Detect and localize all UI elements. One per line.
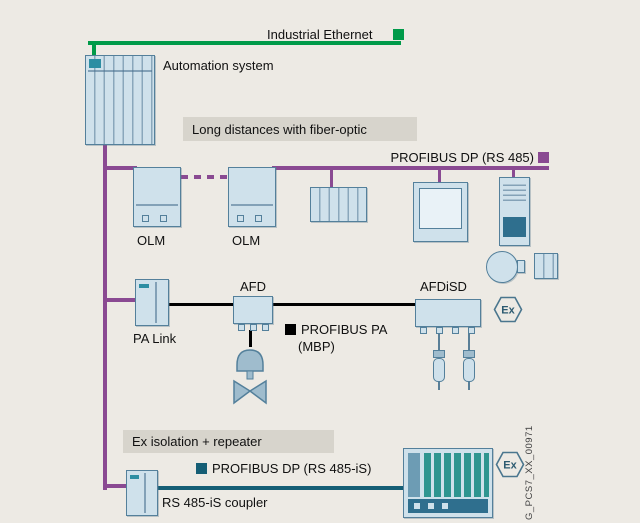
- fiber-optic-dashed-line: [181, 175, 228, 179]
- rs485is-coupler-device: [126, 470, 158, 516]
- et200-module-4: [454, 453, 461, 497]
- hmi-drop-line: [438, 170, 441, 182]
- plc-rack-drop-line: [330, 170, 333, 187]
- ethernet-drop-line: [92, 41, 96, 57]
- afdisd-device: [415, 299, 481, 327]
- afd-device: [233, 296, 273, 324]
- afd-valve-drop-line: [249, 330, 252, 347]
- olm-left-port-2: [160, 215, 167, 222]
- ex-isolation-note: Ex isolation + repeater: [123, 430, 334, 453]
- ethernet-legend-marker: [393, 29, 404, 40]
- pa-link-label: PA Link: [133, 331, 177, 346]
- instrument-cable-1: [438, 334, 440, 350]
- et200-module-3: [444, 453, 451, 497]
- profibus-dp-line-right: [272, 166, 549, 170]
- et200-module-2: [434, 453, 441, 497]
- ex-badge-text: Ex: [503, 460, 517, 472]
- profibus-pa-legend-marker: [285, 324, 296, 335]
- profibus-pa-line: [169, 303, 461, 306]
- profibus-dp-label: PROFIBUS DP (RS 485): [390, 150, 534, 165]
- afdisd-port-3: [452, 327, 459, 334]
- drive-drop-line: [512, 170, 515, 178]
- transmitter-tail-2: [468, 382, 470, 390]
- olm-left-device: [133, 167, 181, 227]
- coupler-divider: [144, 473, 146, 513]
- olm-left-port-1: [142, 215, 149, 222]
- afdisd-port-4: [468, 327, 475, 334]
- afdisd-port-2: [436, 327, 443, 334]
- coupler-chip: [130, 475, 139, 479]
- drive-device: [499, 177, 530, 246]
- afdisd-label: AFDiSD: [420, 279, 467, 294]
- plc-rack-device: [310, 187, 367, 222]
- olm-right-port-2: [255, 215, 262, 222]
- drive-nameplate: [503, 217, 526, 237]
- et200-band-dot-1: [414, 503, 420, 509]
- rs485-coupler-label: RS 485-iS coupler: [162, 495, 268, 510]
- industrial-ethernet-label: Industrial Ethernet: [267, 27, 373, 42]
- hmi-screen: [419, 188, 462, 229]
- pa-link-device: [135, 279, 169, 326]
- olm-right-divider: [231, 204, 273, 206]
- pa-link-divider: [155, 282, 157, 323]
- cable-plug-2: [463, 350, 475, 358]
- afd-port-1: [238, 324, 245, 331]
- plc-logo-chip: [89, 59, 101, 68]
- et200-interface-module: [408, 453, 420, 497]
- profibus-pa-mbp-label: (MBP): [298, 339, 335, 354]
- motor-icon: [486, 251, 518, 283]
- automation-system-label: Automation system: [163, 58, 274, 73]
- profibus-dp-line-left: [103, 166, 137, 170]
- motor-shaft: [517, 260, 525, 273]
- ex-badge: Ex: [493, 296, 523, 323]
- gearbox-icon: [534, 253, 558, 279]
- et200-band-dot-3: [442, 503, 448, 509]
- doc-id-label: G_PCS7_XX_00971: [524, 425, 535, 520]
- et200-module-1: [424, 453, 431, 497]
- instrument-cable-2: [468, 334, 470, 350]
- fiber-optic-note: Long distances with fiber-optic: [183, 117, 417, 141]
- field-transmitter-icon-2: [463, 358, 475, 382]
- olm-left-divider: [136, 204, 178, 206]
- afdisd-port-1: [420, 327, 427, 334]
- automation-system-device: [85, 55, 155, 145]
- afd-port-3: [262, 324, 269, 331]
- transmitter-tail-1: [438, 382, 440, 390]
- et200-band-dot-2: [428, 503, 434, 509]
- afd-port-2: [250, 324, 257, 331]
- profibus-dp-legend-marker: [538, 152, 549, 163]
- et200-module-5: [464, 453, 471, 497]
- drive-vents: [503, 183, 526, 201]
- hmi-panel-device: [413, 182, 468, 242]
- coupler-branch-line: [107, 484, 126, 488]
- plant-bus-vertical-line: [103, 144, 107, 490]
- pa-link-chip: [139, 284, 149, 288]
- et200-module-7: [484, 453, 489, 497]
- profibus-pa-label: PROFIBUS PA: [301, 322, 388, 337]
- plc-top-divider: [88, 70, 152, 72]
- olm-left-label: OLM: [137, 233, 166, 248]
- ex-badge-text: Ex: [501, 305, 515, 317]
- afd-label: AFD: [240, 279, 266, 294]
- pa-link-branch-line: [107, 298, 135, 302]
- field-transmitter-icon-1: [433, 358, 445, 382]
- olm-right-port-1: [237, 215, 244, 222]
- profibus-dp-is-line: [158, 486, 405, 490]
- olm-right-device: [228, 167, 276, 227]
- et200-module-6: [474, 453, 481, 497]
- olm-right-label: OLM: [232, 233, 261, 248]
- et200-rail-band: [408, 499, 488, 513]
- control-valve-icon: [233, 349, 267, 405]
- profibus-dp-is-legend-marker: [196, 463, 207, 474]
- profibus-dp-is-label: PROFIBUS DP (RS 485-iS): [212, 461, 372, 476]
- ex-badge: Ex: [495, 451, 525, 478]
- industrial-ethernet-line: [88, 41, 401, 45]
- et200isp-device: [403, 448, 493, 518]
- cable-plug-1: [433, 350, 445, 358]
